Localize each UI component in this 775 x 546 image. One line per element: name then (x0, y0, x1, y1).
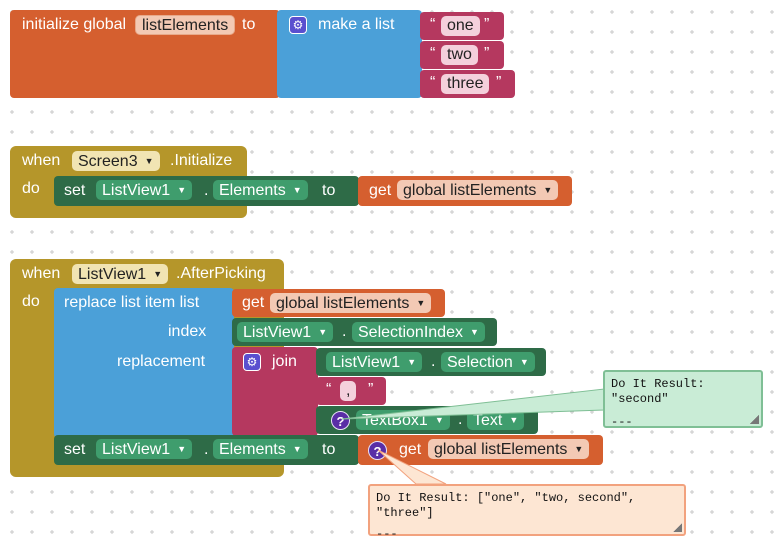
component-dropdown[interactable]: ListView1 ▼ (326, 352, 423, 372)
index-label: index (168, 323, 207, 340)
property-name: SelectionIndex (358, 324, 463, 341)
global-variable-name: global listElements (434, 441, 568, 458)
property-dropdown[interactable]: Elements ▼ (213, 180, 308, 200)
to-label: to (242, 16, 256, 33)
gear-icon[interactable]: ⚙ (243, 353, 261, 371)
component-dropdown[interactable]: ListView1 ▼ (96, 180, 193, 200)
triangle-down-icon: ▼ (292, 185, 302, 195)
triangle-down-icon: ▼ (434, 415, 444, 425)
do-it-result-comment-orange[interactable]: Do It Result: ["one", "two, second", "th… (368, 484, 686, 541)
global-variable-dropdown[interactable]: global listElements ▼ (428, 439, 590, 459)
triangle-down-icon: ▼ (318, 327, 328, 337)
text-value-two[interactable]: two (441, 45, 478, 65)
triangle-down-icon: ▼ (153, 269, 163, 279)
component-name: ListView1 (243, 324, 312, 341)
open-quote: “ (326, 381, 332, 398)
gear-icon[interactable]: ⚙ (289, 16, 307, 34)
dot-separator: . (204, 182, 209, 199)
global-variable-name: global listElements (403, 182, 537, 199)
triangle-down-icon: ▼ (407, 357, 417, 367)
component-dropdown[interactable]: TextBox1 ▼ (356, 410, 450, 430)
join-label: join (272, 353, 297, 370)
property-name: Text (473, 412, 503, 429)
do-label: do (22, 293, 40, 310)
text-value-three[interactable]: three (441, 74, 490, 94)
set-label: set (64, 441, 86, 458)
dot-separator: . (342, 323, 347, 340)
property-dropdown[interactable]: SelectionIndex ▼ (352, 322, 485, 342)
when-label: when (22, 152, 61, 169)
component-dropdown[interactable]: ListView1 ▼ (96, 439, 193, 459)
property-dropdown[interactable]: Text ▼ (467, 410, 525, 430)
get-label: get (369, 182, 392, 199)
global-variable-dropdown[interactable]: global listElements ▼ (270, 293, 432, 313)
question-icon[interactable]: ? (368, 441, 387, 460)
replacement-label: replacement (117, 353, 206, 370)
triangle-down-icon: ▼ (469, 327, 479, 337)
afterpicking-event-label: .AfterPicking (176, 265, 266, 282)
open-quote: “ (430, 16, 436, 33)
resize-handle-icon[interactable] (673, 523, 682, 532)
close-quote: ” (484, 16, 490, 33)
comment-footer: --- (376, 527, 398, 541)
when-label: when (22, 265, 61, 282)
triangle-down-icon: ▼ (519, 357, 529, 367)
dot-separator: . (204, 441, 209, 458)
dot-separator: . (431, 353, 436, 370)
property-dropdown[interactable]: Elements ▼ (213, 439, 308, 459)
global-variable-name-field[interactable]: listElements (135, 15, 236, 35)
triangle-down-icon: ▼ (543, 185, 553, 195)
property-name: Elements (219, 182, 286, 199)
component-name: ListView1 (102, 441, 171, 458)
close-quote: ” (484, 45, 490, 62)
triangle-down-icon: ▼ (509, 415, 519, 425)
resize-handle-icon[interactable] (750, 415, 759, 424)
set-label: set (64, 182, 86, 199)
get-label: get (242, 294, 265, 311)
listview-component-name: ListView1 (78, 266, 147, 283)
make-a-list-label: make a list (318, 16, 395, 33)
global-variable-name: global listElements (276, 295, 410, 312)
component-name: ListView1 (102, 182, 171, 199)
do-label: do (22, 180, 40, 197)
component-dropdown[interactable]: ListView1 ▼ (237, 322, 334, 342)
property-dropdown[interactable]: Selection ▼ (441, 352, 535, 372)
comment-text: Do It Result: ["one", "two, second", "th… (376, 491, 636, 520)
open-quote: “ (430, 74, 436, 91)
dot-separator: . (458, 411, 463, 428)
do-it-result-comment-green[interactable]: Do It Result: "second" --- (603, 370, 763, 429)
triangle-down-icon: ▼ (416, 298, 426, 308)
screen-component-name: Screen3 (78, 153, 138, 170)
get-label: get (399, 441, 422, 458)
text-value-separator[interactable]: , (340, 381, 357, 401)
component-name: TextBox1 (362, 412, 428, 429)
triangle-down-icon: ▼ (292, 444, 302, 454)
triangle-down-icon: ▼ (574, 444, 584, 454)
comment-text: Do It Result: "second" (611, 377, 705, 406)
initialize-global-label: initialize global (22, 16, 127, 33)
initialize-event-label: .Initialize (170, 152, 233, 169)
triangle-down-icon: ▼ (177, 444, 187, 454)
to-label: to (322, 182, 336, 199)
triangle-down-icon: ▼ (144, 156, 154, 166)
replace-list-item-block[interactable] (54, 288, 234, 438)
close-quote: ” (368, 381, 374, 398)
to-label: to (322, 441, 336, 458)
property-name: Selection (447, 354, 513, 371)
open-quote: “ (430, 45, 436, 62)
global-variable-dropdown[interactable]: global listElements ▼ (397, 180, 559, 200)
comment-footer: --- (611, 415, 633, 429)
text-value-one[interactable]: one (441, 16, 480, 36)
question-icon[interactable]: ? (331, 411, 350, 430)
property-name: Elements (219, 441, 286, 458)
listview-component-dropdown[interactable]: ListView1 ▼ (72, 264, 169, 284)
replace-list-item-label: replace list item list (64, 294, 200, 311)
screen-component-dropdown[interactable]: Screen3 ▼ (72, 151, 160, 171)
triangle-down-icon: ▼ (177, 185, 187, 195)
close-quote: ” (496, 74, 502, 91)
component-name: ListView1 (332, 354, 401, 371)
